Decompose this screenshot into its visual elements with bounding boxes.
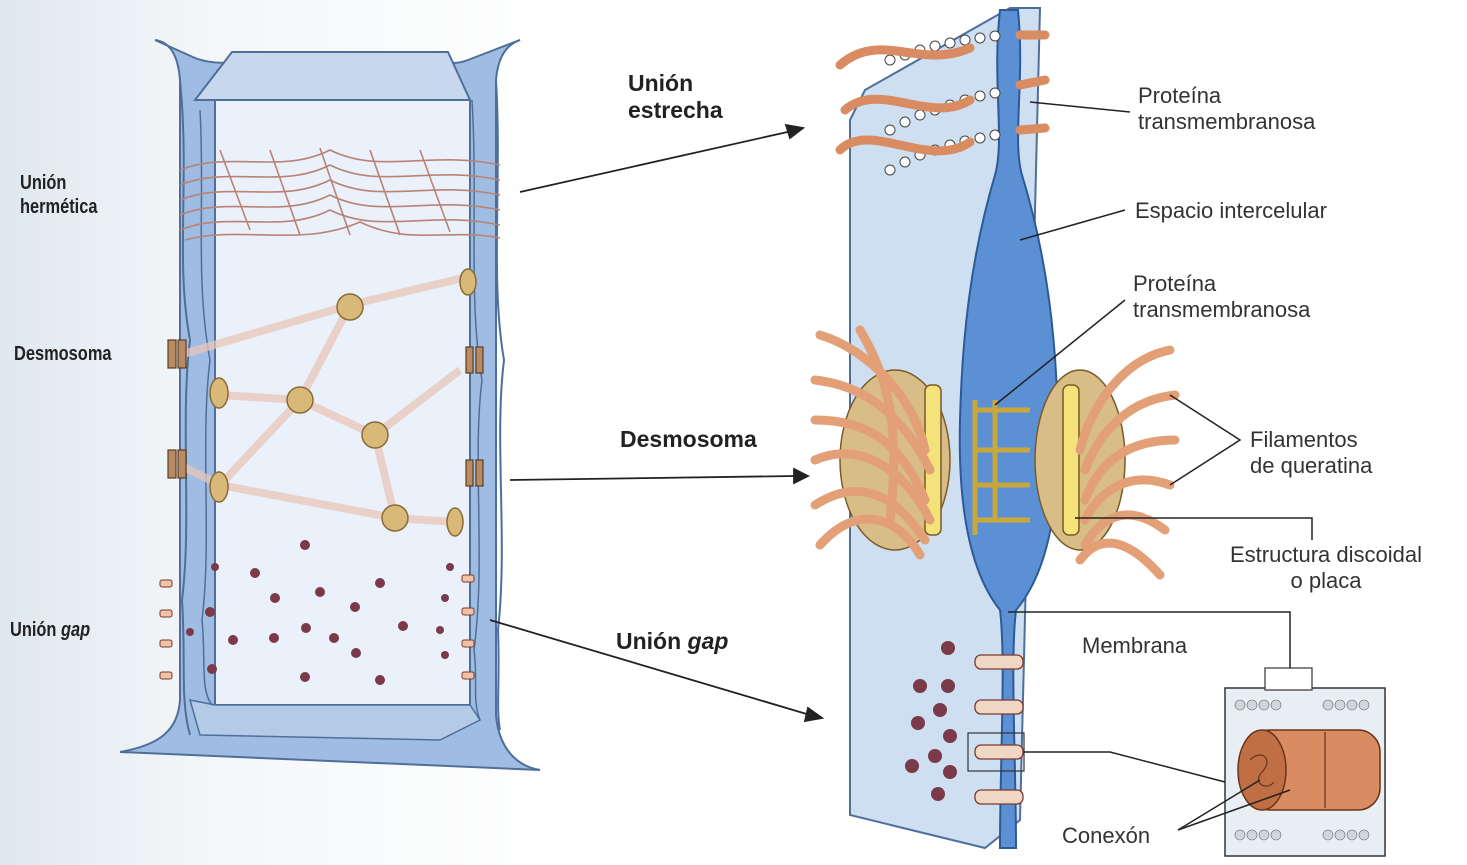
label-left-desmosoma: Desmosoma xyxy=(14,343,112,367)
label-left-union-gap: Unión gap xyxy=(10,619,90,643)
label-proteina-top-line1: Proteína xyxy=(1138,83,1315,109)
label-mid-union-gap: Unión gap xyxy=(616,628,728,655)
connexon-cylinder xyxy=(1238,730,1380,810)
left-cell-block xyxy=(120,40,540,770)
label-mid-desmosoma: Desmosoma xyxy=(620,426,757,453)
label-estructura-line1: Estructura discoidal xyxy=(1195,542,1457,568)
leader-filamentos xyxy=(1170,395,1240,485)
label-proteina-transmembranosa-top: Proteína transmembranosa xyxy=(1138,83,1315,135)
label-mid-union-gap-italic: gap xyxy=(688,628,729,654)
label-proteina-transmembranosa-mid: Proteína transmembranosa xyxy=(1133,271,1310,323)
label-left-union-gap-italic: gap xyxy=(61,619,90,641)
label-estructura-discoidal: Estructura discoidal o placa xyxy=(1195,542,1457,594)
label-union-hermetica-line2: hermética xyxy=(20,196,97,220)
left-inner-bottom xyxy=(190,700,480,740)
label-mid-union-gap-word: Unión xyxy=(616,628,681,654)
arrowhead-union-estrecha xyxy=(786,125,803,138)
arrowhead-union-gap xyxy=(805,708,822,721)
label-espacio-intercelular: Espacio intercelular xyxy=(1135,198,1327,224)
label-proteina-mid-line1: Proteína xyxy=(1133,271,1310,297)
label-filamentos-line1: Filamentos xyxy=(1250,427,1372,453)
label-union-hermetica-line1: Unión xyxy=(20,172,97,196)
leader-gap-box xyxy=(1024,752,1225,782)
label-filamentos-queratina: Filamentos de queratina xyxy=(1250,427,1372,479)
label-union-hermetica: Unión hermética xyxy=(20,172,97,219)
membrane-inset-top-tab xyxy=(1265,668,1312,690)
label-union-estrecha: Unión estrecha xyxy=(628,70,723,124)
arrow-union-estrecha xyxy=(520,131,792,192)
label-proteina-top-line2: transmembranosa xyxy=(1138,109,1315,135)
label-union-estrecha-line2: estrecha xyxy=(628,97,723,124)
label-estructura-line2: o placa xyxy=(1195,568,1457,594)
label-filamentos-line2: de queratina xyxy=(1250,453,1372,479)
arrowhead-desmosoma xyxy=(794,469,808,483)
label-union-estrecha-line1: Unión xyxy=(628,70,723,97)
left-top-lid xyxy=(195,52,470,100)
label-proteina-mid-line2: transmembranosa xyxy=(1133,297,1310,323)
label-conexon: Conexón xyxy=(1062,823,1150,849)
leader-proteina-1 xyxy=(1030,102,1130,112)
label-left-union-gap-word: Unión xyxy=(10,619,56,641)
membrane-inset xyxy=(1225,668,1385,856)
label-membrana: Membrana xyxy=(1082,633,1187,659)
